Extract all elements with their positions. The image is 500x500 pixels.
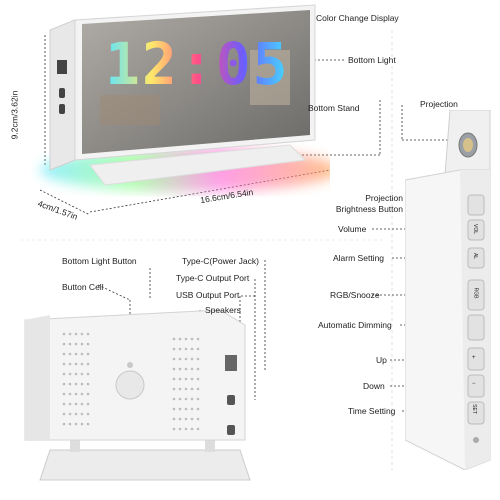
clock-digits: 12:05 <box>105 30 290 98</box>
label-down: Down <box>363 381 385 391</box>
label-projection-brightness: Projection Brightness Button <box>335 193 403 214</box>
dimension-height: 9.2cm/3.62in <box>9 90 20 140</box>
button-mark-set: SET <box>470 404 477 414</box>
label-color-change-display: Color Change Display <box>316 13 399 23</box>
label-type-c-output: Type-C Output Port <box>176 273 250 283</box>
label-speakers: Speakers <box>205 305 241 315</box>
label-time-setting: Time Setting <box>348 406 396 416</box>
button-mark-rgb: RGB <box>472 287 479 299</box>
back-view-illustration <box>24 309 251 481</box>
label-up: Up <box>376 355 387 365</box>
label-automatic-dimming: Automatic Dimming <box>318 320 392 330</box>
speaker-grill-right <box>172 337 200 431</box>
label-type-c-power: Type-C(Power Jack) <box>182 256 259 266</box>
button-mark-vol: VOL <box>472 223 479 235</box>
button-mark-plus: + <box>472 355 476 361</box>
front-clock-illustration <box>40 4 330 192</box>
label-bottom-light-button: Bottom Light Button <box>62 256 137 266</box>
label-usb-output: USB Output Port <box>176 290 240 300</box>
speaker-grill-left <box>62 332 90 426</box>
button-mark-al: AL <box>472 252 479 260</box>
label-rgb-snooze: RGB/Snooze <box>330 290 380 300</box>
label-bottom-stand: Bottom Stand <box>308 103 360 113</box>
label-alarm-setting: Alarm Setting <box>333 253 385 263</box>
side-view-illustration <box>405 110 491 470</box>
label-bottom-light: Bottom Light <box>348 55 396 65</box>
label-button-cell: Button Cell <box>62 282 104 292</box>
label-projection: Projection <box>420 99 458 109</box>
label-volume: Volume <box>338 224 367 234</box>
button-mark-minus: − <box>472 381 476 387</box>
